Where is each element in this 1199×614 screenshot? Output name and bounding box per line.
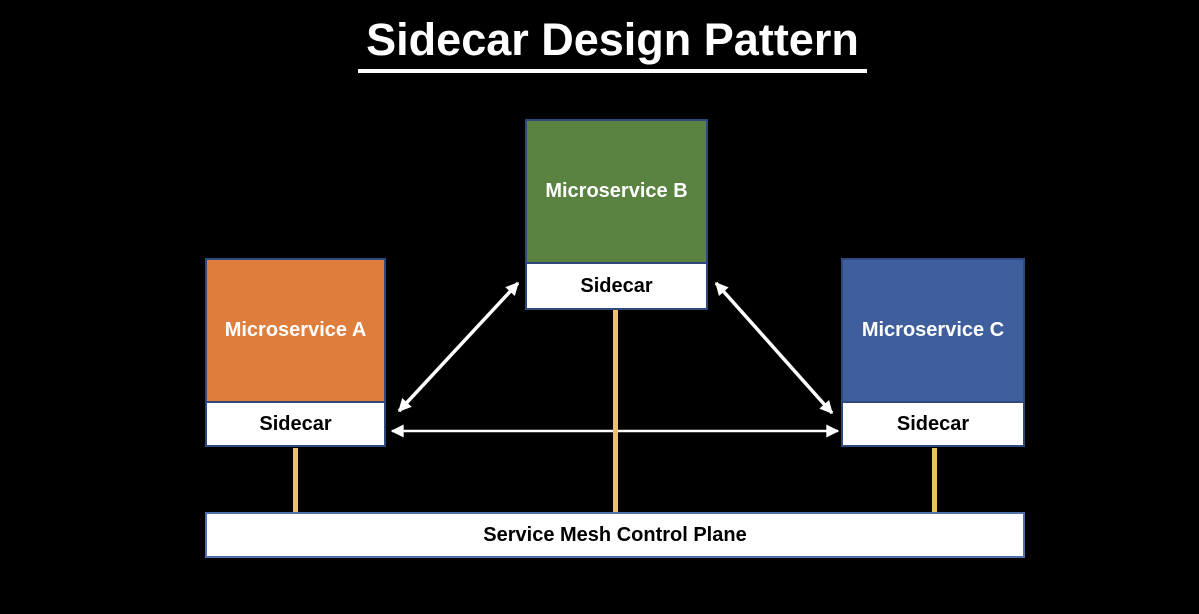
mesh-link-b <box>613 310 618 512</box>
control-plane-box: Service Mesh Control Plane <box>205 512 1025 558</box>
arrow-b-c-icon <box>714 281 834 415</box>
control-plane-label: Service Mesh Control Plane <box>483 523 747 546</box>
service-box-c: Microservice C Sidecar <box>841 258 1025 447</box>
page-title: Sidecar Design Pattern <box>358 14 867 73</box>
service-box-b: Microservice B Sidecar <box>525 119 708 310</box>
mesh-link-a <box>293 448 298 512</box>
service-b-sidecar: Sidecar <box>527 262 706 308</box>
service-c-sidecar: Sidecar <box>843 401 1023 445</box>
title-wrap: Sidecar Design Pattern <box>0 14 1199 73</box>
service-c-label: Microservice C <box>843 260 1023 401</box>
service-b-label: Microservice B <box>527 121 706 262</box>
mesh-link-c <box>932 448 937 512</box>
service-box-a: Microservice A Sidecar <box>205 258 386 447</box>
service-a-sidecar: Sidecar <box>207 401 384 445</box>
service-a-label: Microservice A <box>207 260 384 401</box>
arrow-a-b-icon <box>397 281 520 413</box>
